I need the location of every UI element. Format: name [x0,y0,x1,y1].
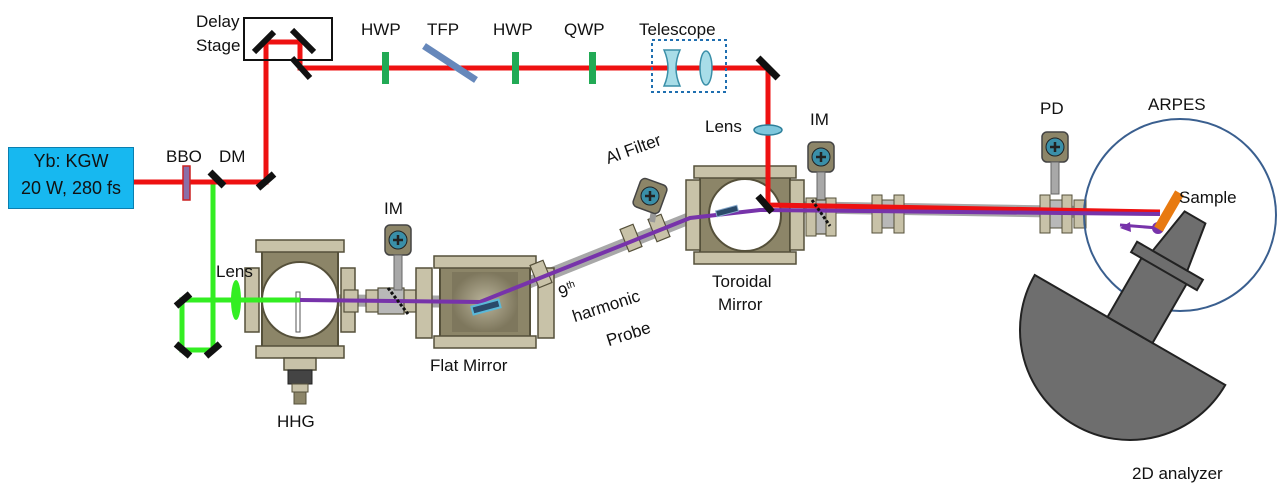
qwp-plate [589,52,596,84]
delay-mirrors [251,27,317,81]
label-lens-green: Lens [216,262,253,281]
toroidal-mirror-element [714,204,740,218]
laser-line-1: Yb: KGW [33,151,109,171]
xuv-beam [299,207,1161,305]
al-filter-holder [632,177,668,223]
label-mirror: Mirror [718,295,763,314]
incoupling-mirror [755,193,775,215]
fold-mirror-1 [255,171,277,191]
label-dm: DM [219,147,246,166]
label-lens-red: Lens [705,117,742,136]
label-delay: Delay [196,12,240,31]
laser-line-2: 20 W, 280 fs [20,178,122,198]
hwp1-plate [382,52,389,84]
laser-source-box: Yb: KGW 20 W, 280 fs [8,147,134,209]
label-hhg: HHG [277,412,315,431]
sample-holder [1154,190,1184,232]
label-pd: PD [1040,99,1064,118]
dm-mirror [207,169,227,189]
label-im-left: IM [384,199,403,218]
im-left-marker [386,287,410,315]
middle-flanges [871,194,905,234]
telescope [651,39,727,93]
flat-mirror-element [470,298,502,316]
label-im-right: IM [810,110,829,129]
red-lens [753,124,783,136]
green-lens [231,280,241,320]
label-bbo: BBO [166,147,202,166]
delay-stage-box [243,17,333,61]
bbo-crystal [182,165,191,201]
im-gauge-right [805,141,837,237]
im-gauge-left [384,224,412,291]
im-right-marker [810,199,832,227]
label-2d-analyzer: 2D analyzer [1132,464,1223,483]
fold-mirror-2 [755,55,781,81]
arrow-icon [1120,222,1131,232]
hwp2-plate [512,52,519,84]
ir-beam [132,39,1161,215]
pd-gauge [1039,131,1087,234]
label-hwp-2: HWP [493,20,533,39]
label-hwp-1: HWP [361,20,401,39]
label-sample: Sample [1179,188,1237,207]
label-stage: Stage [196,36,241,55]
green-mirrors [173,291,223,359]
label-flat-mirror: Flat Mirror [430,356,508,375]
analyzer [1019,210,1227,441]
label-qwp: QWP [564,20,605,39]
label-toroidal: Toroidal [712,272,772,291]
label-arpes: ARPES [1148,95,1206,114]
hhg-chamber [244,239,356,405]
label-tfp: TFP [427,20,460,39]
label-telescope: Telescope [639,20,716,39]
tfp-plate [422,43,478,83]
